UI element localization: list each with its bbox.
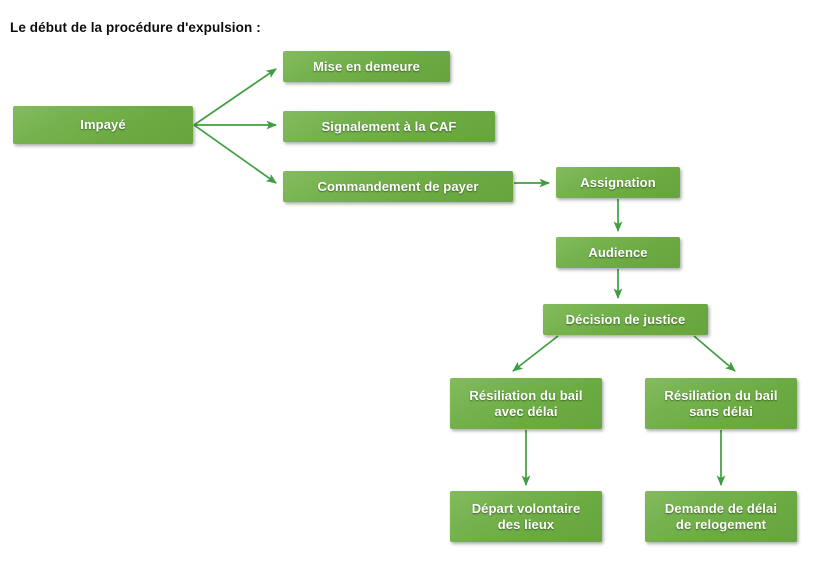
node-demande-delai-line1: Demande de délai — [664, 500, 778, 516]
node-resiliation-bail-avec-delai[interactable]: Résiliation du bail avec délai — [450, 378, 602, 429]
node-audience-label: Audience — [588, 244, 648, 260]
node-resiliation-bail-sans-delai-line2: sans délai — [689, 403, 753, 419]
node-resiliation-bail-avec-delai-line1: Résiliation du bail — [469, 387, 583, 403]
node-resiliation-bail-sans-delai[interactable]: Résiliation du bail sans délai — [645, 378, 797, 429]
node-resiliation-bail-sans-delai-line1: Résiliation du bail — [664, 387, 778, 403]
node-commandement-de-payer-label: Commandement de payer — [317, 178, 479, 194]
node-audience[interactable]: Audience — [556, 237, 680, 268]
node-depart-volontaire-line2: des lieux — [497, 516, 555, 532]
node-depart-volontaire-des-lieux-label: Départ volontaire des lieux — [456, 501, 596, 533]
node-impaye-label: Impayé — [80, 117, 126, 132]
edge-impaye-mise — [193, 68, 277, 126]
node-signalement-caf-label: Signalement à la CAF — [321, 118, 457, 134]
node-commandement-de-payer[interactable]: Commandement de payer — [283, 171, 513, 202]
node-demande-delai-relogement-label: Demande de délai de relogement — [651, 501, 791, 533]
node-resiliation-bail-avec-delai-line2: avec délai — [494, 403, 558, 419]
node-resiliation-bail-sans-delai-label: Résiliation du bail sans délai — [651, 388, 791, 420]
node-resiliation-bail-avec-delai-label: Résiliation du bail avec délai — [456, 388, 596, 420]
node-demande-delai-line2: de relogement — [675, 516, 767, 532]
node-mise-en-demeure-label: Mise en demeure — [313, 58, 420, 74]
edge-impaye-commandement — [193, 124, 277, 184]
page-title: Le début de la procédure d'expulsion : — [10, 20, 261, 35]
edge-decision-resiliation-sans-delai — [693, 335, 736, 372]
node-demande-delai-relogement[interactable]: Demande de délai de relogement — [645, 491, 797, 542]
edge-decision-resiliation-avec-delai — [512, 335, 559, 372]
node-mise-en-demeure[interactable]: Mise en demeure — [283, 51, 450, 82]
node-depart-volontaire-des-lieux[interactable]: Départ volontaire des lieux — [450, 491, 602, 542]
node-signalement-caf[interactable]: Signalement à la CAF — [283, 111, 495, 142]
node-depart-volontaire-line1: Départ volontaire — [471, 500, 581, 516]
node-assignation[interactable]: Assignation — [556, 167, 680, 198]
node-impaye[interactable]: Impayé — [13, 106, 193, 144]
node-assignation-label: Assignation — [580, 174, 656, 190]
node-decision-de-justice-label: Décision de justice — [565, 311, 686, 327]
node-decision-de-justice[interactable]: Décision de justice — [543, 304, 708, 335]
